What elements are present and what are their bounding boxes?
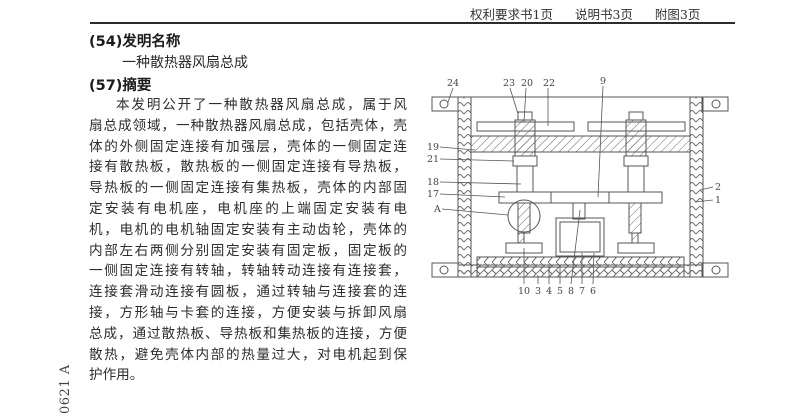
- drive-gear-plate: [550, 191, 610, 204]
- motor: [559, 221, 601, 253]
- abstract-line: 导热板的一侧固定连接有集热板，壳体的内部固: [89, 180, 407, 197]
- label-23: 23: [503, 78, 515, 89]
- motor-seat: [555, 217, 605, 257]
- abstract-line: 本发明公开了一种散热器风扇总成，属于风: [116, 97, 407, 113]
- header-rule: [90, 22, 735, 24]
- label-2: 2: [715, 182, 721, 193]
- header-page-counts: 权利要求书1页 说明书3页 附图3页: [470, 4, 718, 23]
- abstract-heading: (57)摘要: [89, 78, 152, 94]
- round-plate-right: [608, 191, 663, 204]
- claims-page-count: 权利要求书1页: [470, 7, 553, 22]
- description-page-count: 说明书3页: [574, 7, 633, 22]
- left-wall-layer: [457, 96, 472, 278]
- abstract-line: 护作用。: [89, 367, 144, 384]
- label-7: 7: [579, 286, 585, 297]
- label-18: 18: [427, 177, 439, 188]
- invention-title: 一种散热器风扇总成: [122, 55, 248, 71]
- publication-number-fragment: 0621 A: [58, 364, 73, 414]
- label-5: 5: [557, 286, 563, 297]
- reference-labels: 24 23 20 22 9 19 21 18 17 A 2 1 10 3 4 5…: [427, 76, 721, 297]
- abstract-line: 接，方形轴与卡套的连接，方便安装与拆卸风扇: [89, 304, 407, 321]
- right-wall-layer: [689, 96, 704, 278]
- shaft-assembly-left: [512, 111, 538, 193]
- label-10: 10: [518, 286, 530, 297]
- abstract-line: 内部左右两侧分别固定安装有固定板，固定板的: [89, 242, 407, 259]
- label-20: 20: [521, 78, 533, 89]
- support-block-right: [617, 242, 655, 254]
- label-6: 6: [590, 286, 596, 297]
- abstract-line: 总成，通过散热板、导热板和集热板的连接，方便: [89, 325, 407, 342]
- abstract-line: 机，电机的电机轴固定安装有主动齿轮，壳体的: [89, 221, 407, 238]
- round-plate-left: [498, 191, 552, 204]
- patent-drawing: 24 23 20 22 9 19 21 18 17 A 2 1 10 3 4 5…: [420, 70, 740, 300]
- mounting-ear-top-left: [431, 96, 459, 112]
- shaft-assembly-right: [623, 111, 649, 193]
- invention-title-heading: (54)发明名称: [89, 34, 181, 50]
- abstract-line: 扇总成领域，一种散热器风扇总成，包括壳体，壳: [89, 117, 407, 134]
- label-8: 8: [568, 286, 574, 297]
- label-9: 9: [600, 76, 606, 87]
- fixed-plate: [470, 135, 691, 153]
- mounting-ear-bottom-left: [431, 262, 459, 278]
- abstract-body: 本发明公开了一种散热器风扇总成，属于风 扇总成领域，一种散热器风扇总成，包括壳体…: [89, 95, 407, 386]
- label-21: 21: [427, 154, 439, 165]
- abstract-line: 一侧固定连接有转轴，转轴转动连接有连接套，: [89, 263, 407, 280]
- label-24: 24: [447, 78, 459, 89]
- abstract-line: 连接套滑动连接有圆板，通过转轴与连接套的连: [89, 284, 407, 301]
- abstract-line: 体的外侧固定连接有加强层，壳体的一侧固定连: [89, 138, 407, 155]
- label-4: 4: [546, 286, 552, 297]
- label-19: 19: [427, 142, 439, 153]
- mounting-ear-bottom-right: [701, 262, 729, 278]
- drawings-page-count: 附图3页: [654, 7, 701, 22]
- abstract-line: 接有散热板，散热板的一侧固定连接有导热板，: [89, 159, 407, 176]
- label-a: A: [433, 204, 441, 215]
- abstract-line: 散热，避免壳体内部的热量过大，对电机起到保: [89, 346, 407, 363]
- leader-lines: [439, 85, 714, 285]
- abstract-line: 定安装有电机座，电机座的上端固定安装有电: [89, 200, 407, 217]
- mounting-ear-top-right: [701, 96, 729, 112]
- label-1: 1: [715, 195, 721, 206]
- label-3: 3: [535, 286, 541, 297]
- label-22: 22: [543, 78, 555, 89]
- label-17: 17: [427, 189, 439, 200]
